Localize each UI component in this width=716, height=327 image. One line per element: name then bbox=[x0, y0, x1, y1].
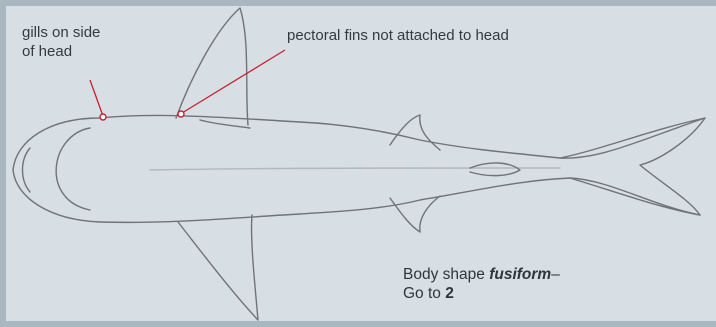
gills-label-line1: gills on side bbox=[22, 23, 100, 42]
upper-pelvic-fin bbox=[390, 115, 440, 150]
gills-label: gills on side of head bbox=[22, 23, 100, 61]
tail-upper-lobe bbox=[560, 118, 705, 158]
caption-line2: Go to 2 bbox=[403, 284, 560, 303]
shark-snout-line bbox=[23, 148, 31, 192]
caption-line1: Body shape fusiform– bbox=[403, 265, 560, 284]
tail-keel bbox=[470, 163, 520, 176]
caption-goto-step: 2 bbox=[445, 285, 454, 302]
body-midline bbox=[150, 168, 560, 170]
shark-head-curve bbox=[56, 128, 90, 210]
upper-pectoral-fin-base bbox=[200, 120, 250, 128]
fins-marker-dot bbox=[178, 111, 184, 117]
upper-pectoral-fin bbox=[176, 8, 248, 125]
caption-prefix: Body shape bbox=[403, 266, 489, 283]
gills-label-line2: of head bbox=[22, 42, 100, 61]
key-caption: Body shape fusiform– Go to 2 bbox=[403, 265, 560, 303]
gills-marker-dot bbox=[100, 114, 106, 120]
pectoral-fins-label: pectoral fins not attached to head bbox=[287, 26, 509, 45]
caption-term: fusiform bbox=[489, 266, 551, 283]
caption-dash: – bbox=[551, 266, 560, 283]
lower-pectoral-fin bbox=[178, 215, 258, 320]
caption-goto-text: Go to bbox=[403, 285, 445, 302]
gills-leader-line bbox=[90, 80, 103, 116]
fins-leader-line bbox=[182, 50, 285, 113]
